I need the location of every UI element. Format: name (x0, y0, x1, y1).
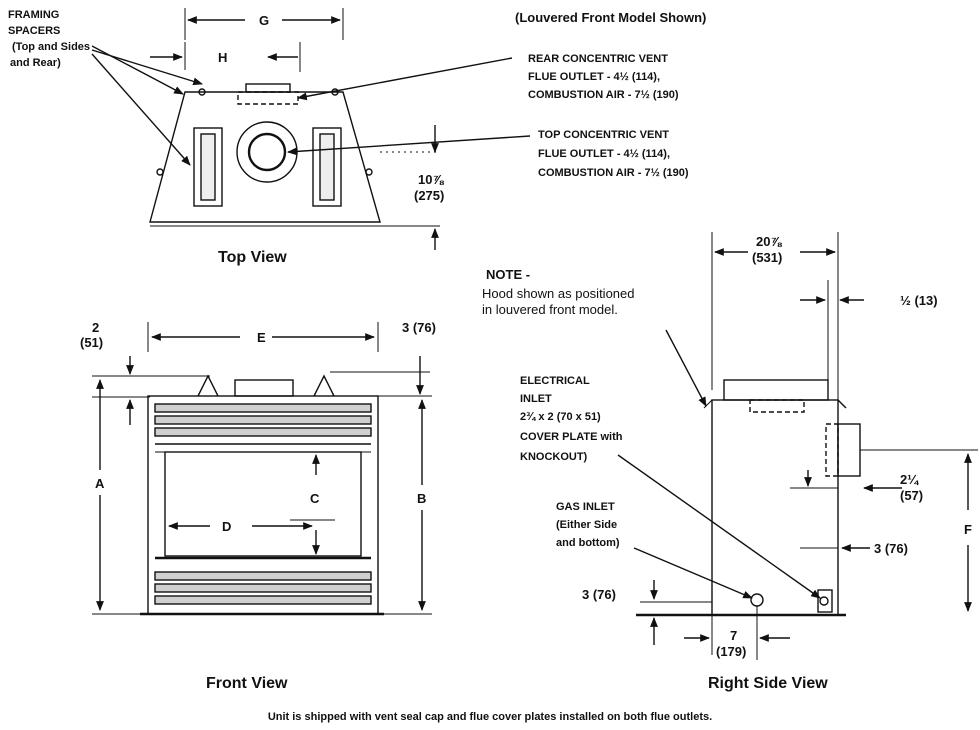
svg-text:(Top and Sides: (Top and Sides (12, 41, 90, 53)
dim-2-mm: (51) (80, 335, 103, 350)
dim-2q-mm: (57) (900, 488, 923, 503)
svg-text:2¾ x 2 (70 x 51): 2¾ x 2 (70 x 51) (520, 411, 601, 423)
svg-text:GAS INLET: GAS INLET (556, 501, 615, 513)
framing-spacer-leaders (91, 45, 203, 166)
dim-D-label: D (222, 519, 231, 534)
top-depth-mm: (275) (414, 188, 444, 203)
svg-text:and bottom): and bottom) (556, 537, 620, 549)
rear-vent-leader (297, 57, 513, 101)
note-line-2: in louvered front model. (482, 302, 618, 317)
note-line-1: Hood shown as positioned (482, 286, 635, 301)
framing-spacers-label: FRAMING SPACERS (Top and Sides and Rear) (8, 9, 90, 69)
svg-text:TOP CONCENTRIC VENT: TOP CONCENTRIC VENT (538, 129, 669, 141)
dim-F-label: F (964, 522, 972, 537)
top-view-drawing: G H (149, 8, 440, 250)
side-view-title: Right Side View (708, 675, 828, 692)
electrical-inlet-label: ELECTRICAL INLET 2¾ x 2 (70 x 51) COVER … (520, 375, 623, 463)
svg-text:FLUE OUTLET - 4½ (114),: FLUE OUTLET - 4½ (114), (528, 71, 660, 83)
dim-2-in: 2 (92, 320, 99, 335)
dim-7-mm: (179) (716, 644, 746, 659)
side-width-mm: (531) (752, 250, 782, 265)
note-title: NOTE - (486, 267, 530, 282)
dim-H-label: H (218, 50, 227, 65)
svg-text:(Either Side: (Either Side (556, 519, 617, 531)
dim-7-in: 7 (730, 628, 737, 643)
top-depth-in: 10⅞ (418, 172, 444, 187)
dim-A-label: A (95, 476, 105, 491)
shipping-footnote: Unit is shipped with vent seal cap and f… (268, 711, 712, 723)
svg-text:SPACERS: SPACERS (8, 25, 60, 37)
top-vent-leader (287, 135, 531, 156)
top-vent-label: TOP CONCENTRIC VENT FLUE OUTLET - 4½ (11… (538, 129, 689, 179)
svg-text:FRAMING: FRAMING (8, 9, 59, 21)
dim-E-label: E (257, 330, 266, 345)
dim-3-left: 3 (76) (582, 587, 616, 602)
svg-text:and Rear): and Rear) (10, 57, 61, 69)
top-view-title: Top View (218, 249, 287, 266)
svg-text:KNOCKOUT): KNOCKOUT) (520, 451, 588, 463)
svg-text:REAR CONCENTRIC VENT: REAR CONCENTRIC VENT (528, 53, 668, 65)
front-view-title: Front View (206, 675, 288, 692)
svg-text:INLET: INLET (520, 393, 552, 405)
dim-3-right: 3 (76) (874, 541, 908, 556)
dim-G-label: G (259, 13, 269, 28)
svg-text:ELECTRICAL: ELECTRICAL (520, 375, 590, 387)
gas-inlet-label: GAS INLET (Either Side and bottom) (556, 501, 620, 549)
svg-text:COMBUSTION AIR - 7½ (190): COMBUSTION AIR - 7½ (190) (538, 167, 689, 179)
svg-text:COVER PLATE with: COVER PLATE with (520, 431, 623, 443)
svg-text:FLUE OUTLET - 4½ (114),: FLUE OUTLET - 4½ (114), (538, 148, 670, 160)
dim-3-front: 3 (76) (402, 320, 436, 335)
side-view-drawing (617, 232, 978, 660)
dim-B-label: B (417, 491, 426, 506)
dim-C-label: C (310, 491, 320, 506)
dim-half-13: ½ (13) (900, 293, 938, 308)
rear-vent-label: REAR CONCENTRIC VENT FLUE OUTLET - 4½ (1… (528, 53, 679, 101)
model-shown-note: (Louvered Front Model Shown) (515, 10, 706, 25)
side-width-in: 20⅞ (756, 234, 782, 249)
svg-text:COMBUSTION AIR - 7½ (190): COMBUSTION AIR - 7½ (190) (528, 89, 679, 101)
front-view-drawing (92, 322, 432, 616)
dim-2q-in: 2¼ (900, 472, 919, 487)
